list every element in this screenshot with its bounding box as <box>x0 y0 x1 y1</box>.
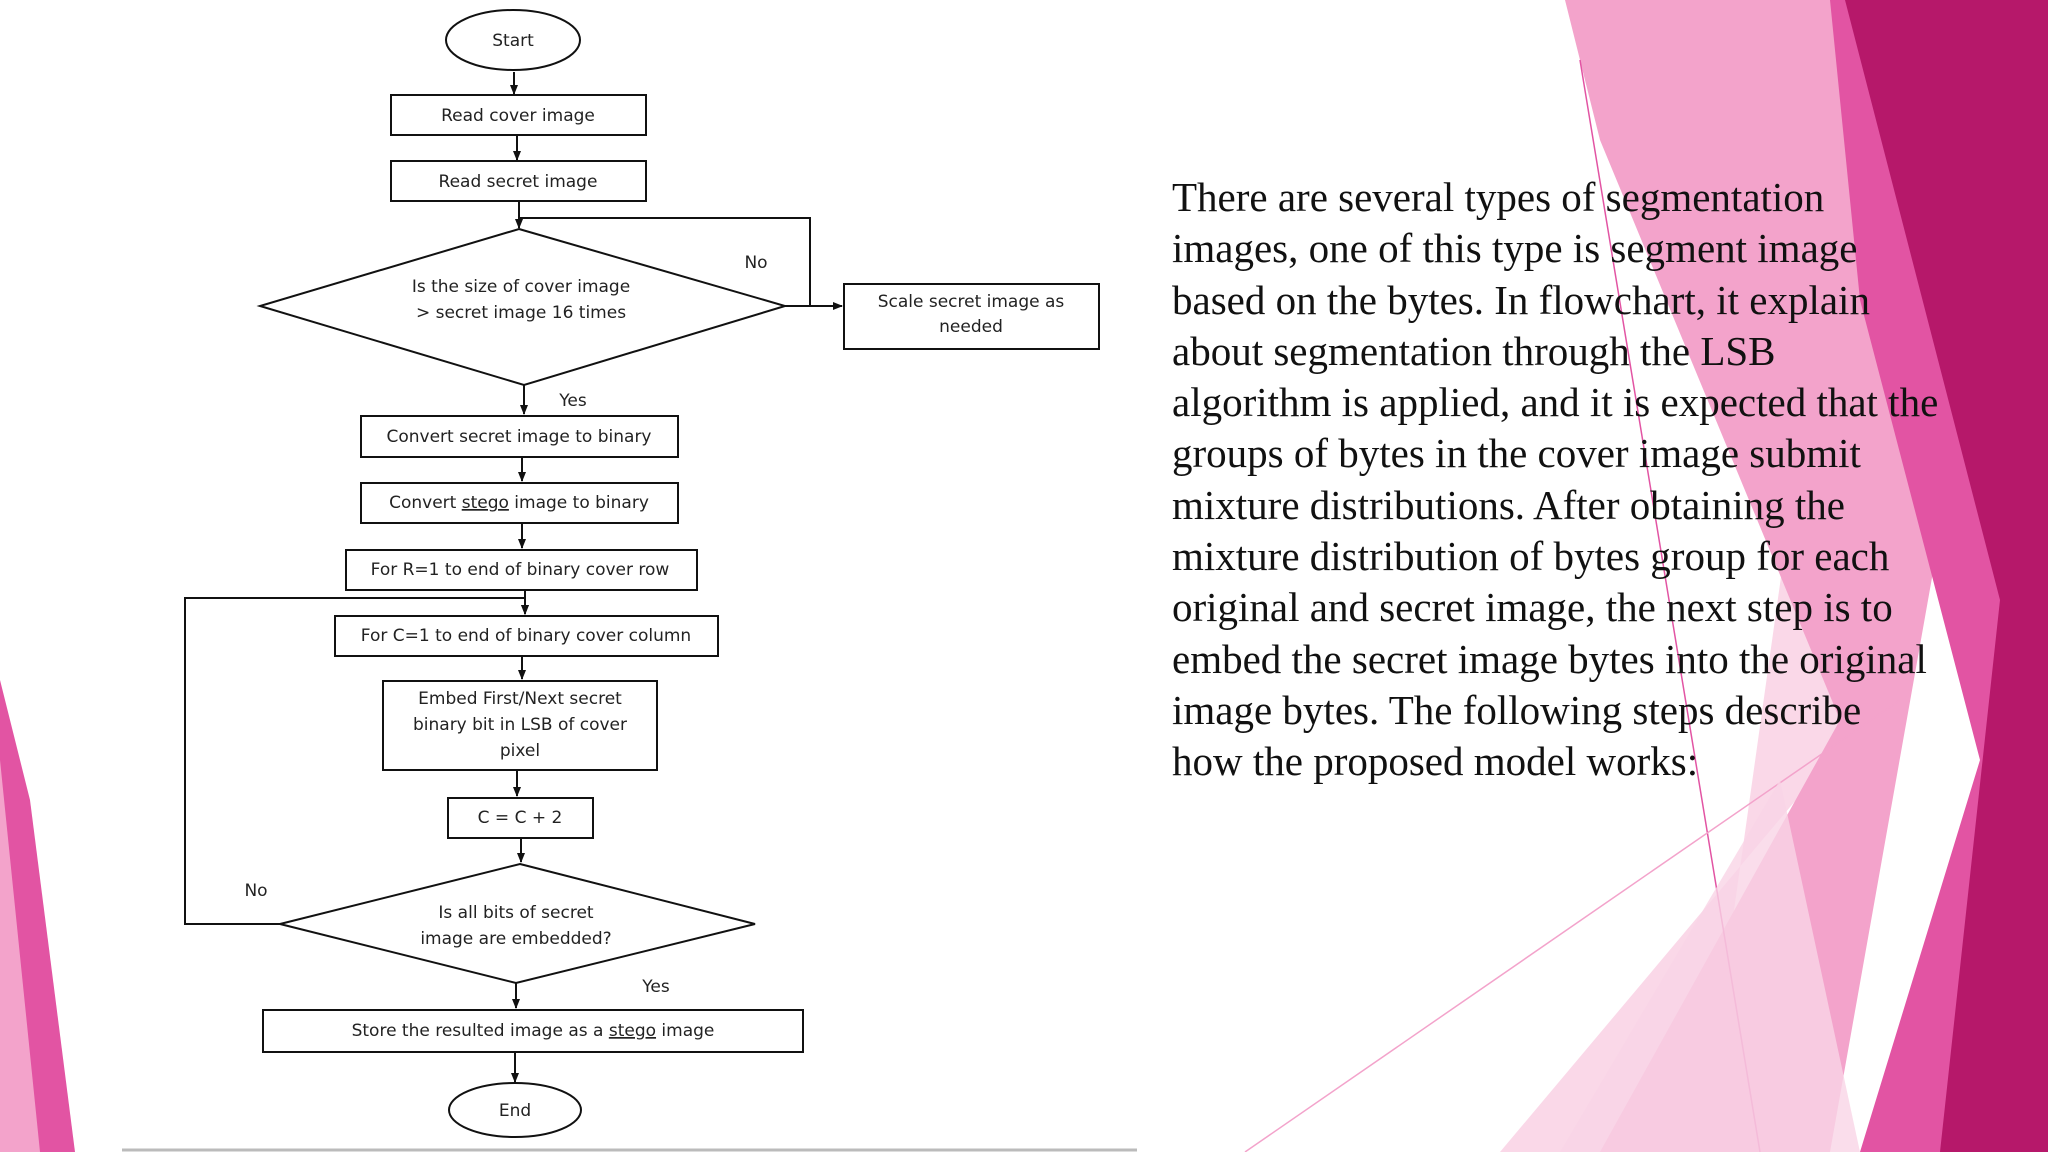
store-result-box <box>262 1009 804 1053</box>
end-label: End <box>499 1101 531 1121</box>
bg-thin-line-2 <box>1244 699 1901 1152</box>
convert-stego-word: stego <box>462 493 509 513</box>
no-label-1: No <box>744 253 767 273</box>
decision-size-line-2: > secret image 16 times <box>416 303 626 323</box>
no-label-2: No <box>244 881 267 901</box>
for-row-label: For R=1 to end of binary cover row <box>371 560 670 580</box>
scale-secret-line-2: needed <box>939 317 1003 337</box>
description-text: There are several types of segmentation … <box>1172 172 2002 788</box>
description-line: images, one of this type is segment imag… <box>1172 225 1858 272</box>
read-cover-box <box>390 94 647 136</box>
description-line: There are several types of segmentation <box>1172 174 1825 220</box>
yes-label-2: Yes <box>641 977 670 997</box>
for-row-box <box>345 549 698 591</box>
decision-embedded-line-2: image are embedded? <box>420 929 611 949</box>
decision-size-diamond <box>256 227 789 387</box>
description-line: mixture distribution of bytes group for … <box>1172 533 1890 580</box>
yes-label-1: Yes <box>558 391 587 411</box>
description-line: groups of bytes in the cover image submi… <box>1172 430 1861 477</box>
store-result-word: stego <box>609 1021 656 1041</box>
embed-bit-line-2: binary bit in LSB of cover <box>413 715 627 735</box>
read-secret-label: Read secret image <box>439 172 598 192</box>
read-cover-label: Read cover image <box>441 106 595 126</box>
start-label: Start <box>492 31 534 51</box>
for-column-label: For C=1 to end of binary cover column <box>361 626 691 646</box>
description-line: original and secret image, the next step… <box>1172 584 1893 631</box>
scale-secret-box <box>843 283 1100 350</box>
bg-shape-left-light <box>0 760 40 1152</box>
description-line: embed the secret image bytes into the or… <box>1172 635 1927 682</box>
convert-stego-label: Convert stego image to binary <box>389 493 649 513</box>
convert-secret-box <box>360 415 679 458</box>
read-secret-box <box>390 160 647 202</box>
convert-secret-label: Convert secret image to binary <box>386 427 651 447</box>
scale-secret-line-1: Scale secret image as <box>878 292 1065 312</box>
convert-stego-part-3: image to binary <box>509 493 649 513</box>
store-result-part-3: image <box>656 1021 714 1041</box>
increment-box <box>447 797 594 839</box>
embed-bit-line-1: Embed First/Next secret <box>418 689 622 709</box>
decision-embedded-line-1: Is all bits of secret <box>438 903 594 923</box>
description-line: how the proposed model works: <box>1172 738 1699 785</box>
for-column-box <box>334 615 719 657</box>
increment-label: C = C + 2 <box>478 808 563 828</box>
description-line: mixture distributions. After obtaining t… <box>1172 481 1845 528</box>
flowchart-connectors <box>184 72 843 1083</box>
store-result-label: Store the resulted image as a stego imag… <box>352 1021 715 1041</box>
decision-embedded-diamond <box>279 862 756 985</box>
description-line: about segmentation through the LSB <box>1172 327 1776 374</box>
description-line: based on the bytes. In flowchart, it exp… <box>1172 276 1870 323</box>
embed-bit-box <box>382 680 658 771</box>
description-line: image bytes. The following steps describ… <box>1172 686 1862 733</box>
decision-size-line-1: Is the size of cover image <box>412 277 630 297</box>
bg-shape-light-lower <box>1560 780 1860 1152</box>
end-node <box>448 1082 582 1138</box>
bg-shape-dark <box>1845 0 2048 1152</box>
description-line: algorithm is applied, and it is expected… <box>1172 379 1939 426</box>
embed-bit-line-3: pixel <box>500 741 540 761</box>
convert-stego-box <box>360 482 679 524</box>
start-node <box>445 9 581 71</box>
store-result-part-1: Store the resulted image as a <box>352 1021 609 1041</box>
convert-stego-part-1: Convert <box>389 493 462 513</box>
